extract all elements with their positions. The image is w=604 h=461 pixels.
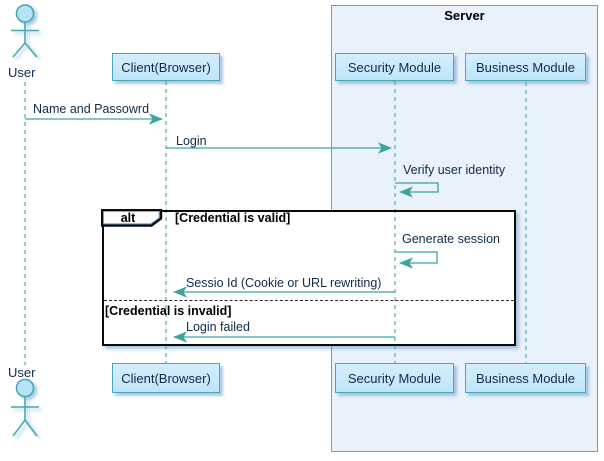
participant-business-bottom-label: Business Module bbox=[476, 370, 575, 386]
participant-business-bottom: Business Module bbox=[465, 363, 586, 393]
user-actor-icon-top bbox=[11, 4, 39, 58]
user-actor-icon-bottom bbox=[11, 378, 39, 437]
alt-else-divider bbox=[104, 300, 514, 301]
arrow-verify-self bbox=[395, 182, 439, 198]
participant-security-top-label: Security Module bbox=[347, 59, 442, 75]
message-name-password: Name and Passowrd bbox=[33, 102, 150, 116]
alt-guard-invalid: [Credential is invalid] bbox=[105, 304, 232, 318]
participant-client-top: Client(Browser) bbox=[112, 53, 220, 81]
participant-business-top-label: Business Module bbox=[476, 59, 575, 75]
participant-security-bottom: Security Module bbox=[335, 363, 454, 393]
message-generate-session: Generate session bbox=[402, 232, 500, 246]
message-login: Login bbox=[176, 134, 207, 148]
arrow-generate-self bbox=[395, 251, 438, 269]
participant-business-top: Business Module bbox=[465, 53, 586, 81]
alt-operator-pentagon-inner-line bbox=[103, 211, 160, 225]
user-actor-label-bottom: User bbox=[8, 365, 36, 380]
alt-guard-valid: [Credential is valid] bbox=[175, 211, 291, 225]
user-actor-label-top: User bbox=[8, 65, 36, 80]
message-verify-user-identity: Verify user identity bbox=[403, 163, 506, 177]
server-frame-title: Server bbox=[444, 8, 485, 23]
alt-fragment-background bbox=[103, 211, 515, 345]
participant-security-top: Security Module bbox=[335, 53, 454, 81]
participant-client-top-label: Client(Browser) bbox=[121, 59, 211, 75]
participant-client-bottom-label: Client(Browser) bbox=[121, 370, 211, 386]
message-login-failed: Login failed bbox=[186, 320, 250, 334]
alt-operator-label: alt bbox=[120, 211, 136, 225]
participant-client-bottom: Client(Browser) bbox=[112, 363, 220, 393]
message-session-id: Sessio Id (Cookie or URL rewriting) bbox=[186, 276, 382, 290]
participant-security-bottom-label: Security Module bbox=[347, 370, 442, 386]
